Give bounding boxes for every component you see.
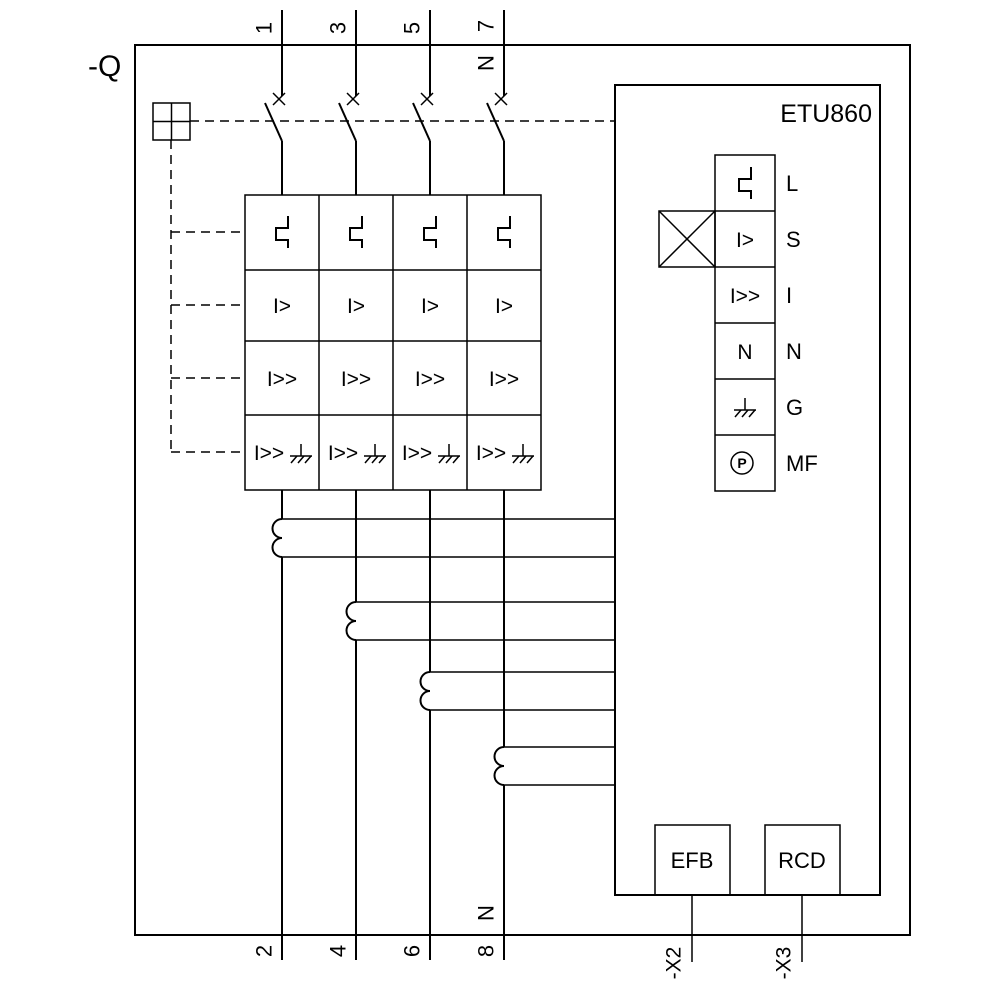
ground-fault-symbol: I>> <box>476 442 506 465</box>
crossed-box-symbol <box>658 210 716 268</box>
terminal-label-4: 4 <box>326 945 351 957</box>
pole-3 <box>412 10 615 960</box>
instantaneous-cell: I>> <box>730 285 760 308</box>
trip-function-grid: I> I> I> I> I>> I>> I>> I>> I>> I>> I>> … <box>244 194 542 491</box>
neutral-cell: N <box>737 341 752 364</box>
long-time-symbol <box>738 166 752 200</box>
row-label-g: G <box>786 395 803 420</box>
etu-model-label: ETU860 <box>780 100 872 128</box>
pole-1-sensor-coil <box>271 518 283 558</box>
mf-circle <box>730 451 754 475</box>
earth-icon <box>511 443 535 464</box>
terminal-label-2: 2 <box>252 945 277 957</box>
pole-2 <box>338 10 615 960</box>
row-label-s: S <box>786 227 801 252</box>
terminal-label-7: 7 <box>474 20 499 32</box>
terminal-label-6: 6 <box>400 945 425 957</box>
ground-fault-symbol: I>> <box>254 442 284 465</box>
terminal-label-n-top: N <box>474 55 499 71</box>
connector-labels: -X2 -X3 <box>662 947 795 980</box>
short-circuit-symbol: I>> <box>415 368 445 391</box>
terminal-label-5: 5 <box>400 22 425 34</box>
top-terminal-labels: 1 3 5 7 N <box>252 20 499 71</box>
connector-label-x3: -X3 <box>772 947 795 980</box>
pole-3-sensor-coil <box>419 671 431 711</box>
long-time-symbol <box>497 215 511 249</box>
short-circuit-symbol: I>> <box>489 368 519 391</box>
etu-box: ETU860 I> I>> N P L S I N G MF <box>614 84 881 962</box>
pole-4-contact-blade <box>486 102 505 142</box>
overcurrent-symbol: I> <box>273 295 291 318</box>
pole-2-sensor-coil <box>345 601 357 641</box>
long-time-symbol <box>275 215 289 249</box>
earth-icon <box>289 443 313 464</box>
pole-3-contact-blade <box>412 102 431 142</box>
breaker-frame <box>134 44 911 936</box>
terminal-label-1: 1 <box>252 22 277 34</box>
bottom-terminal-labels: 2 4 6 8 N <box>252 905 499 957</box>
rcd-label: RCD <box>778 848 826 873</box>
short-circuit-symbol: I>> <box>267 368 297 391</box>
earth-icon <box>437 443 461 464</box>
ground-fault-symbol: I>> <box>328 442 358 465</box>
long-time-symbol <box>349 215 363 249</box>
pole-1 <box>264 10 615 960</box>
pole-4-sensor-coil <box>493 746 505 786</box>
earth-icon <box>733 397 757 418</box>
mf-symbol: P <box>737 455 746 471</box>
trip-linkage-dashed <box>170 120 615 453</box>
etu-function-stack: I> I>> N P L S I N G MF <box>658 154 818 492</box>
row-label-i: I <box>786 283 792 308</box>
rcd-module: RCD <box>764 824 841 962</box>
operating-mechanism-symbol <box>152 102 191 141</box>
ground-fault-symbol: I>> <box>402 442 432 465</box>
long-time-symbol <box>423 215 437 249</box>
earth-icon <box>363 443 387 464</box>
connector-label-x2: -X2 <box>662 947 685 980</box>
efb-label: EFB <box>671 848 714 873</box>
row-label-n: N <box>786 339 802 364</box>
row-label-mf: MF <box>786 451 818 476</box>
overcurrent-symbol: I> <box>495 295 513 318</box>
efb-module: EFB <box>654 824 731 962</box>
pole-1-contact-blade <box>264 102 283 142</box>
terminal-label-3: 3 <box>326 22 351 34</box>
pole-2-contact-blade <box>338 102 357 142</box>
breaker-designation: -Q <box>88 50 121 83</box>
overcurrent-symbol: I> <box>421 295 439 318</box>
pole-4-neutral <box>486 10 615 960</box>
terminal-label-n-bottom: N <box>474 905 499 921</box>
row-label-l: L <box>786 171 798 196</box>
terminal-label-8: 8 <box>474 945 499 957</box>
etu-frame <box>614 84 881 896</box>
short-circuit-symbol: I>> <box>341 368 371 391</box>
short-time-cell: I> <box>736 229 754 252</box>
overcurrent-symbol: I> <box>347 295 365 318</box>
